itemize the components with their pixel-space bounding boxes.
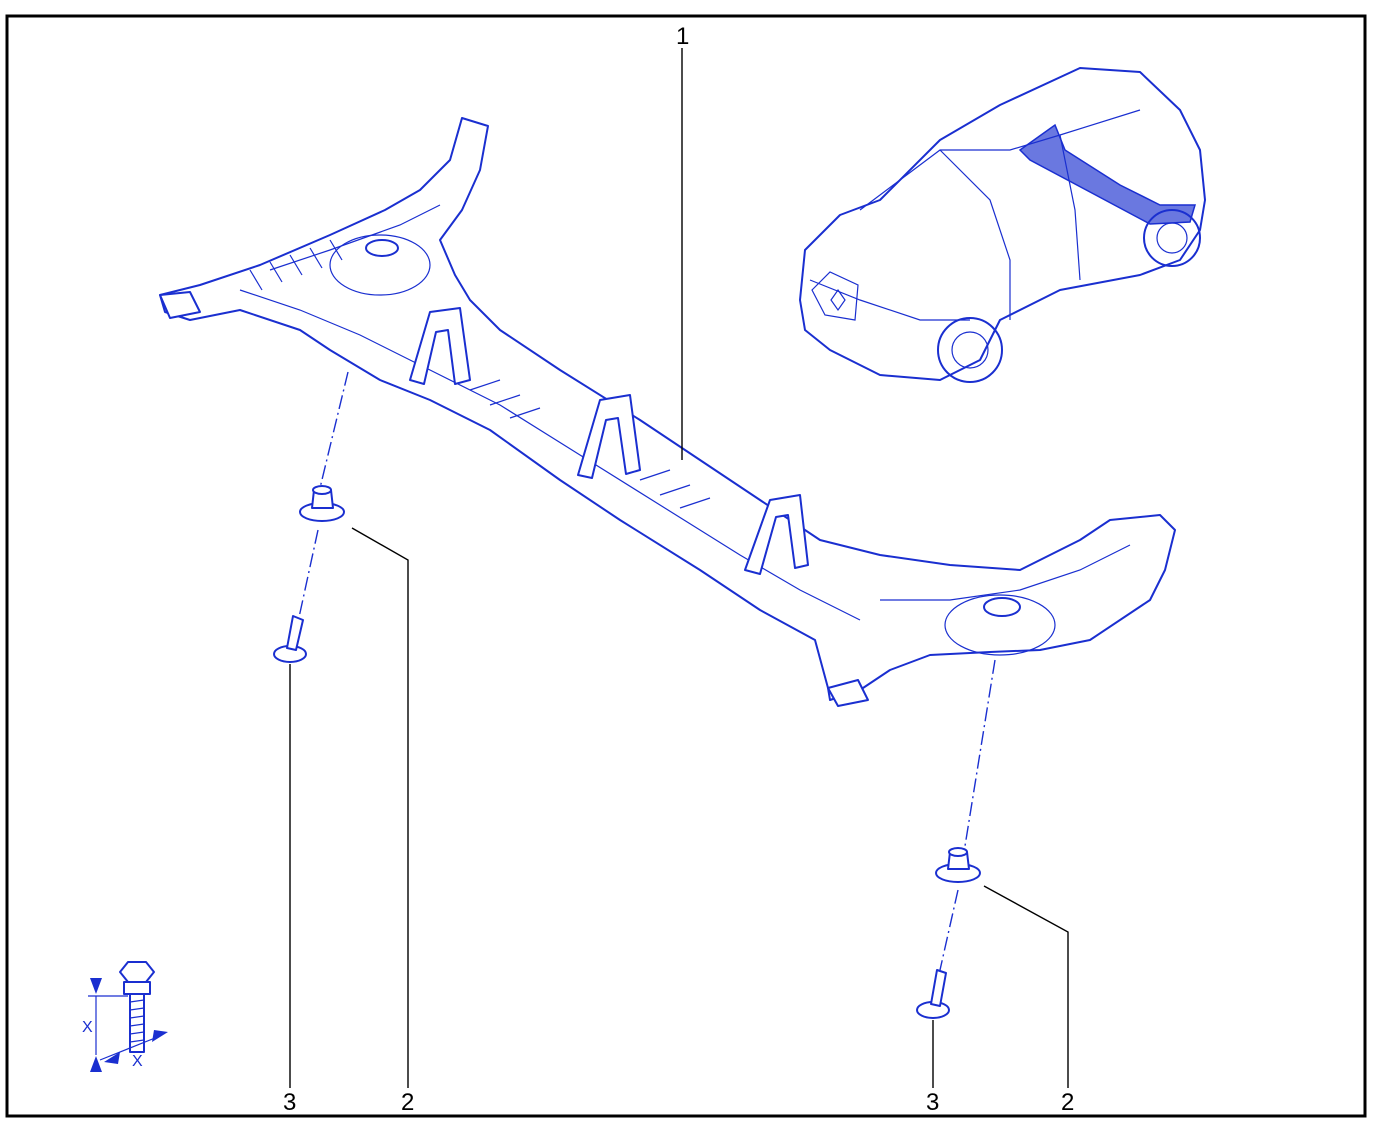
legend-dim-x-vertical: X bbox=[82, 1019, 93, 1036]
leader-lines bbox=[289, 48, 1069, 1088]
callout-part-2-left: 2 bbox=[401, 1089, 414, 1116]
callout-part-3-left: 3 bbox=[283, 1089, 296, 1116]
fastener-group-left bbox=[273, 371, 349, 663]
callout-part-3-right: 3 bbox=[926, 1089, 939, 1116]
fastener-group-right bbox=[916, 659, 996, 1019]
crossmember-part bbox=[159, 117, 1176, 707]
callout-part-1: 1 bbox=[676, 23, 689, 50]
diagram-border bbox=[5, 14, 1367, 1118]
vehicle-location-thumbnail bbox=[799, 67, 1206, 383]
legend-dim-x-horizontal: X bbox=[132, 1053, 143, 1070]
bolt-torque-icon: X X bbox=[82, 961, 168, 1072]
callout-part-2-right: 2 bbox=[1061, 1089, 1074, 1116]
